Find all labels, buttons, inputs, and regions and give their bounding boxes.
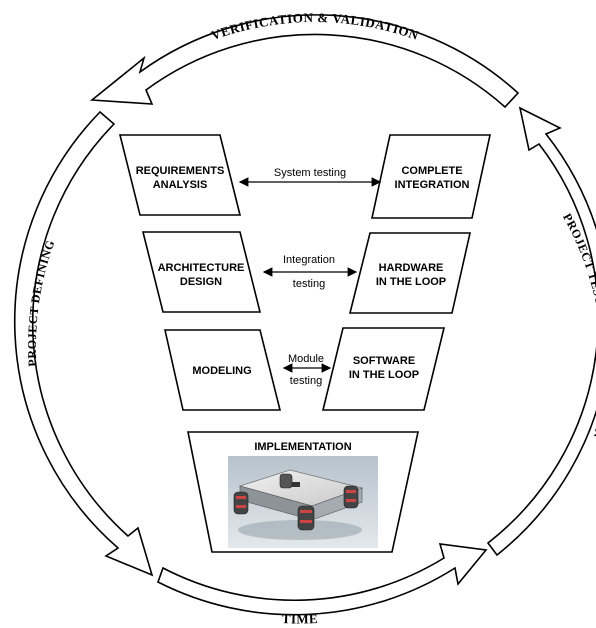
link-integration-testing: Integration testing <box>262 254 358 290</box>
stage-label-line2: IN THE LOOP <box>349 369 419 381</box>
mecanum-wheel-icon <box>233 491 249 515</box>
mecanum-wheel-icon <box>297 505 315 531</box>
stage-label-line1: MODELING <box>192 365 251 377</box>
stage-software-in-the-loop: SOFTWARE IN THE LOOP <box>321 327 446 411</box>
top-cycle-arrow <box>89 14 520 109</box>
link-label-line1: Integration <box>283 254 335 266</box>
link-label-line2: testing <box>293 278 325 290</box>
stage-label-line2: DESIGN <box>180 276 222 288</box>
stage-label-line2: ANALYSIS <box>153 179 208 191</box>
implementation-title: IMPLEMENTATION <box>254 441 351 453</box>
bottom-cycle-arrow <box>157 543 488 616</box>
mecanum-wheel-icon <box>279 473 293 489</box>
stage-complete-integration: COMPLETE INTEGRATION <box>371 134 491 219</box>
robot-render-image <box>228 456 378 548</box>
link-module-testing: Module testing <box>282 353 332 387</box>
stage-hardware-in-the-loop: HARDWARE IN THE LOOP <box>348 232 471 314</box>
stage-label-line1: HARDWARE <box>379 262 444 274</box>
link-label-line2: testing <box>290 375 322 387</box>
stage-label-line1: ARCHITECTURE <box>158 262 245 274</box>
stage-architecture-design: ARCHITECTURE DESIGN <box>141 231 262 313</box>
mecanum-wheel-icon <box>343 485 359 509</box>
link-system-testing: System testing <box>238 167 382 187</box>
link-label-line1: Module <box>288 353 324 365</box>
time-label: TIME <box>282 611 319 627</box>
stage-label-line2: IN THE LOOP <box>376 276 446 288</box>
stage-label-line1: COMPLETE <box>401 165 462 177</box>
stage-implementation: IMPLEMENTATION <box>187 431 419 553</box>
stage-label-line1: SOFTWARE <box>353 355 415 367</box>
left-cycle-arrow <box>13 110 154 577</box>
right-cycle-arrow <box>486 106 596 557</box>
stage-requirements-analysis: REQUIREMENTS ANALYSIS <box>118 134 242 216</box>
stage-modeling: MODELING <box>164 329 282 411</box>
stage-label-line2: INTEGRATION <box>395 179 470 191</box>
link-label: System testing <box>274 167 346 179</box>
stage-label-line1: REQUIREMENTS <box>136 165 225 177</box>
